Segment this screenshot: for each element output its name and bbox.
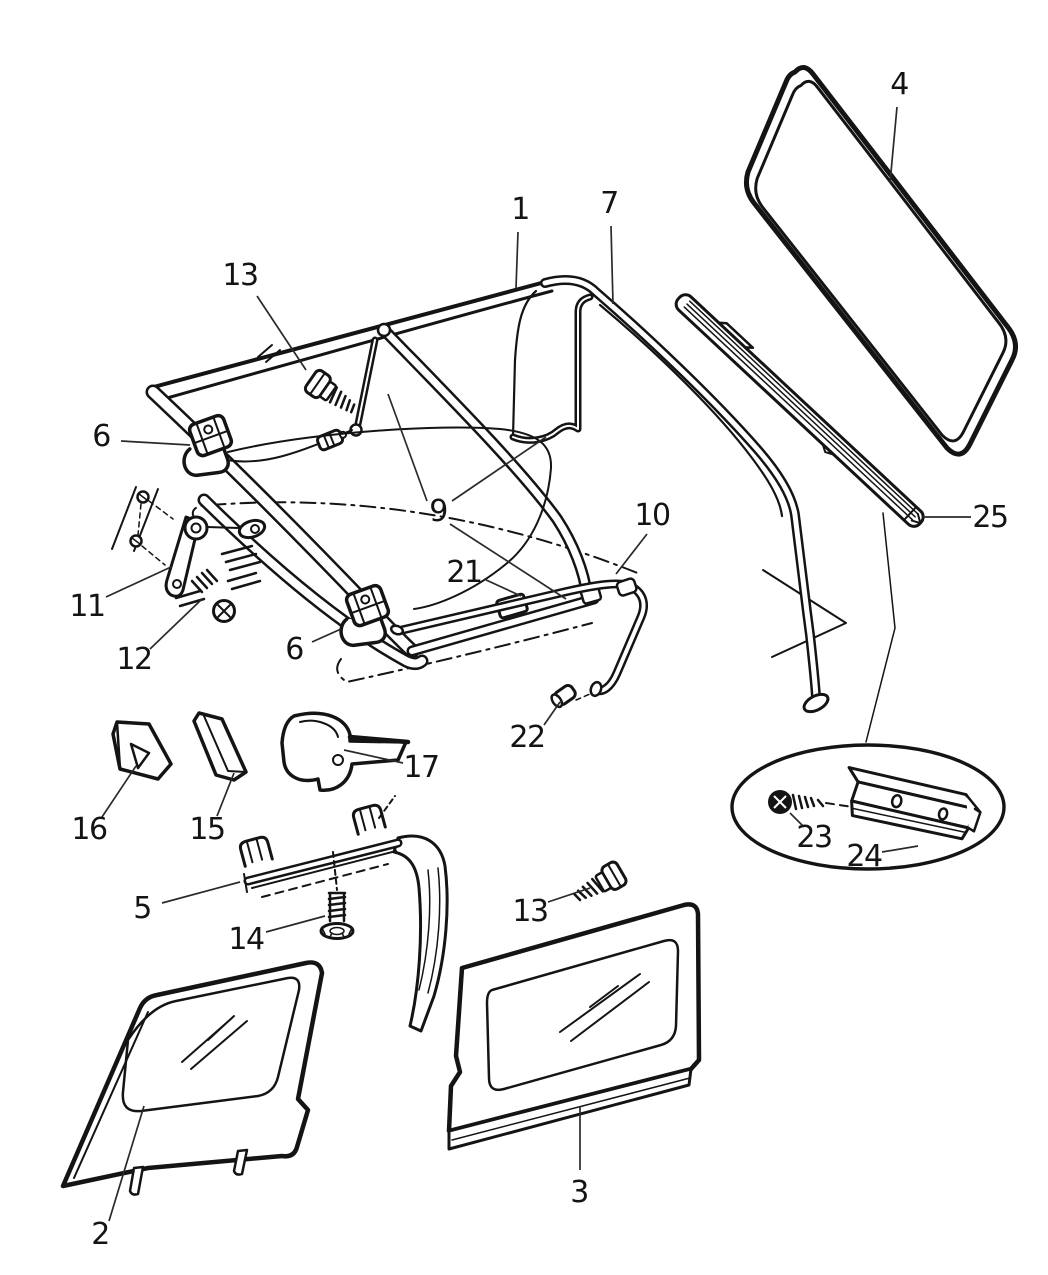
leader-part-2 bbox=[108, 1105, 145, 1222]
spacer-pad-15 bbox=[192, 711, 248, 782]
quarter-window-2 bbox=[60, 960, 325, 1196]
leader-part-6-right bbox=[311, 628, 342, 643]
leader-part-15 bbox=[216, 772, 235, 817]
clamp-bracket-17 bbox=[280, 711, 411, 792]
screw-14 bbox=[319, 891, 355, 940]
rear-opening-left-edge bbox=[511, 289, 538, 439]
leader-part-13-top bbox=[256, 295, 307, 371]
rail-clip-a bbox=[237, 834, 274, 868]
callout-part-1: 1 bbox=[511, 192, 530, 227]
callout-part-16: 16 bbox=[71, 812, 108, 847]
body-reference-lines bbox=[191, 501, 896, 743]
window-retainer-strip-25 bbox=[674, 293, 925, 528]
callout-part-14: 14 bbox=[228, 922, 265, 957]
leader-part-16 bbox=[101, 765, 137, 818]
rail-descender bbox=[392, 834, 449, 1033]
leader-part-10 bbox=[615, 533, 648, 575]
leader-part-9 bbox=[451, 436, 547, 502]
callout-leader-lines bbox=[101, 106, 971, 1222]
callout-part-25: 25 bbox=[972, 500, 1009, 535]
leader-part-9 bbox=[387, 393, 428, 502]
tube-end-cap-22 bbox=[550, 683, 577, 709]
leader-part-22 bbox=[543, 701, 561, 726]
callout-part-5: 5 bbox=[133, 891, 152, 926]
callout-part-17: 17 bbox=[403, 750, 440, 785]
callout-part-13-top: 13 bbox=[222, 258, 259, 293]
glass bbox=[121, 976, 301, 1113]
leader-part-7 bbox=[610, 225, 614, 305]
callout-part-21: 21 bbox=[446, 555, 483, 590]
screw-12 bbox=[190, 568, 236, 623]
screw-13-top bbox=[301, 366, 363, 422]
bow-foot bbox=[802, 692, 830, 714]
callout-part-6-right: 6 bbox=[285, 632, 304, 667]
callout-part-3: 3 bbox=[570, 1175, 589, 1210]
callout-part-13-bottom: 13 bbox=[512, 894, 549, 929]
leader-part-11 bbox=[105, 566, 172, 598]
top-fabric-edge bbox=[598, 303, 784, 518]
tube-end bbox=[589, 680, 603, 698]
leader-part-12 bbox=[149, 598, 203, 650]
callout-part-7: 7 bbox=[600, 186, 619, 221]
middle-bow-9 bbox=[380, 326, 593, 601]
callout-part-4: 4 bbox=[890, 67, 909, 102]
bow-pivot bbox=[376, 322, 392, 338]
callout-part-11: 11 bbox=[69, 589, 106, 624]
screw-23 bbox=[768, 790, 825, 814]
retainer-bracket-24 bbox=[847, 766, 982, 841]
callout-part-6-left: 6 bbox=[92, 419, 111, 454]
leader-part-5 bbox=[161, 881, 241, 904]
callout-part-9: 9 bbox=[429, 494, 448, 529]
corner-wedge-16 bbox=[111, 720, 173, 781]
callout-part-12: 12 bbox=[116, 642, 153, 677]
leader-part-1 bbox=[515, 231, 519, 289]
glass-reflection bbox=[181, 1015, 248, 1070]
leader-part-17 bbox=[343, 749, 404, 764]
leader-part-6-left bbox=[120, 440, 191, 446]
rail-clip-b bbox=[350, 802, 387, 836]
leader-part-24 bbox=[881, 845, 919, 853]
callout-part-2: 2 bbox=[91, 1217, 110, 1252]
side-curtain-outline bbox=[227, 426, 553, 610]
quarter-window-3 bbox=[446, 858, 702, 1151]
header-bow-top-edge bbox=[148, 280, 547, 390]
leader-part-13-bottom bbox=[547, 887, 591, 903]
leader-part-9 bbox=[449, 523, 567, 600]
cable-knob bbox=[315, 428, 347, 452]
callout-part-23: 23 bbox=[796, 820, 833, 855]
leader-part-23 bbox=[789, 812, 805, 828]
detail-balloon bbox=[730, 743, 1006, 871]
callout-part-22: 22 bbox=[509, 720, 546, 755]
rear-bow-7 bbox=[540, 275, 821, 702]
pivot-bracket-11-group bbox=[111, 486, 267, 623]
tension-tube-10 bbox=[389, 577, 649, 709]
glass-reflection bbox=[559, 973, 650, 1042]
leader-part-4 bbox=[889, 106, 898, 184]
callout-part-24: 24 bbox=[846, 839, 883, 874]
header-bow-lower-edge bbox=[158, 289, 554, 402]
door-surround-rail-5 bbox=[237, 795, 449, 1033]
leader-part-14 bbox=[265, 915, 326, 933]
leader-part-21 bbox=[483, 578, 522, 597]
callout-part-15: 15 bbox=[189, 812, 226, 847]
glass bbox=[485, 938, 680, 1092]
screw-13-bottom bbox=[568, 858, 630, 911]
callout-part-10: 10 bbox=[634, 498, 671, 533]
